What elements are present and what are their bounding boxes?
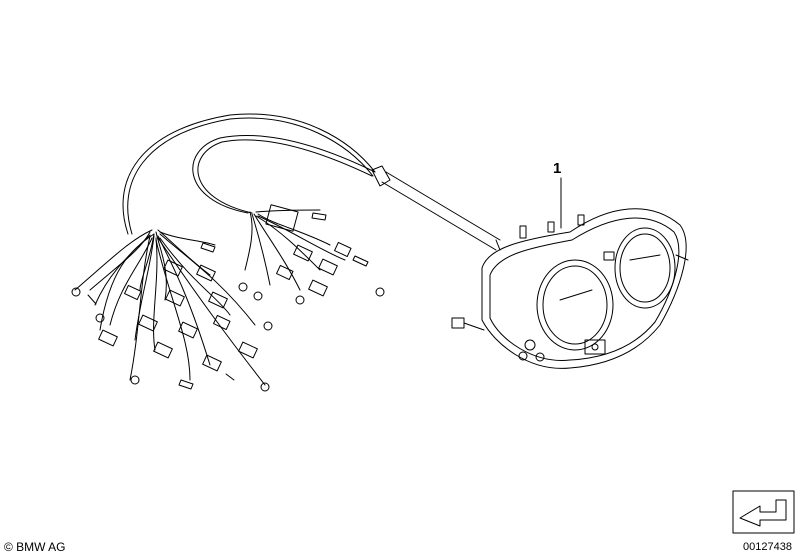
next-arrow-icon[interactable]: [733, 491, 794, 533]
document-number: 00127438: [743, 541, 792, 553]
navigation-box: [732, 490, 795, 534]
right-connector-harness: [244, 204, 385, 305]
copyright-label: © BMW AG: [4, 540, 66, 554]
part-callout-number: 1: [553, 160, 562, 177]
instrument-cluster: [451, 208, 689, 369]
main-cable: [122, 113, 501, 251]
left-connector-harness: [71, 229, 273, 392]
